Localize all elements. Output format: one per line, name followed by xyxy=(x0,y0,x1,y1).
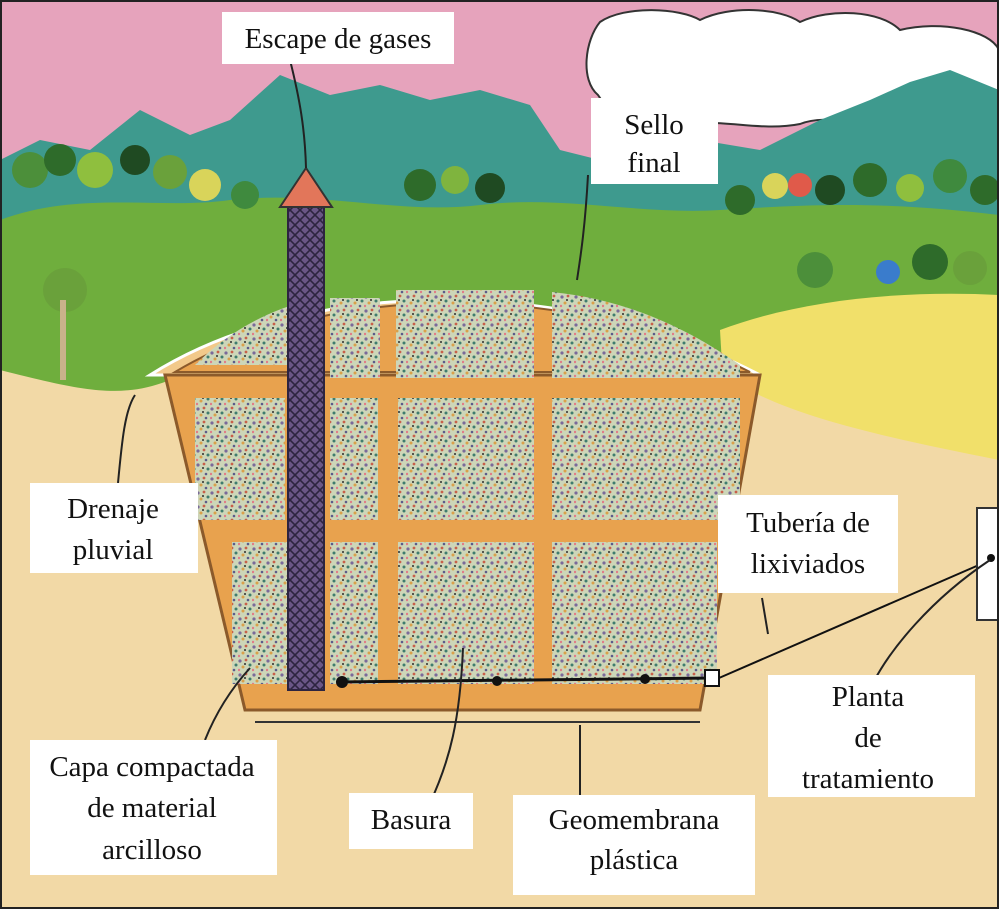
label-sello-final-line2: final xyxy=(627,147,680,179)
label-planta-line1: Planta xyxy=(832,681,905,713)
label-geomembrana-line1: Geomembrana xyxy=(549,804,720,836)
label-planta-line2: de xyxy=(854,722,881,754)
label-basura: Basura xyxy=(371,804,452,836)
leachate-valve xyxy=(705,670,719,686)
label-planta-line3: tratamiento xyxy=(802,763,934,795)
label-capa-line1: Capa compactada xyxy=(49,751,254,783)
label-capa-line3: arcilloso xyxy=(102,834,202,866)
label-drenaje-line1: Drenaje xyxy=(67,493,159,525)
treatment-plant-box xyxy=(977,508,999,620)
label-escape-gases: Escape de gases xyxy=(245,23,432,55)
label-drenaje-line2: pluvial xyxy=(73,534,154,566)
gas-vent-pipe xyxy=(288,205,324,690)
label-sello-final-line1: Sello xyxy=(624,109,684,141)
label-capa-line2: de material xyxy=(87,792,217,824)
label-tuberia-line1: Tubería de xyxy=(746,507,870,539)
trash-cells xyxy=(195,290,740,684)
label-tuberia-line2: lixiviados xyxy=(751,548,865,580)
label-geomembrana-line2: plástica xyxy=(590,844,679,876)
